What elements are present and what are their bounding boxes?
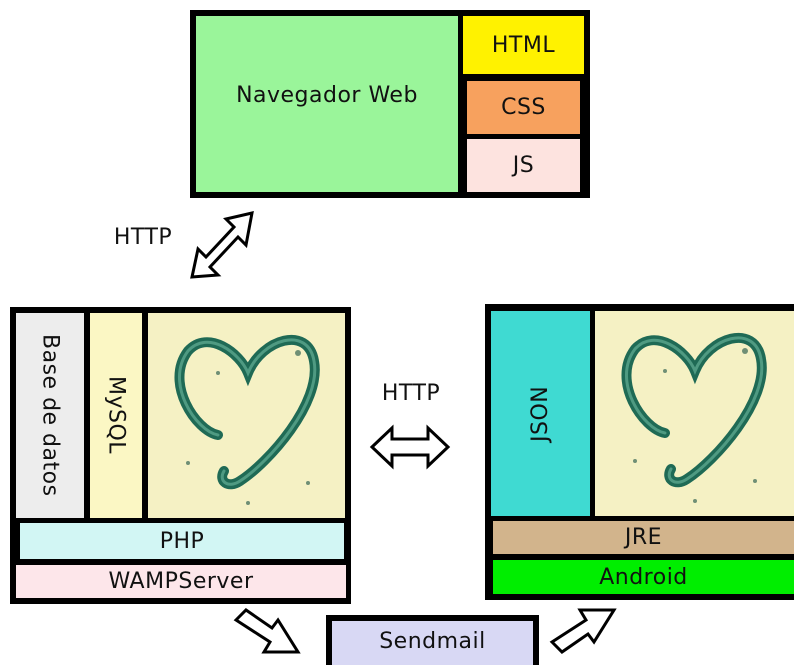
android-box [493,560,794,594]
database-label: Base de datos [37,334,63,497]
mysql-box [90,313,142,518]
json-label: JSON [528,385,553,442]
heart-image-icon [148,313,345,518]
server-image [148,313,345,518]
js-label: JS [512,153,535,178]
double-arrow-icon [369,424,451,470]
arrow-up-right-icon [549,608,617,654]
browser-title: Navegador Web [236,82,418,108]
js-box [467,139,580,192]
mobile-image [595,311,794,516]
sendmail-block: Sendmail [326,615,539,665]
php-label: PHP [159,528,205,554]
mobile-block: JSON JRE Android [485,304,794,600]
sendmail-label: Sendmail [379,628,486,654]
arrow-down-right-icon [233,608,301,654]
database-box [16,313,84,518]
html-label: HTML [491,32,556,58]
http-label-middle: HTTP [381,380,441,406]
jre-label: JRE [624,525,663,550]
browser-block: Navegador Web HTML CSS JS [190,10,590,198]
wamp-label: WAMPServer [108,569,254,594]
browser-panel [196,16,458,192]
double-arrow-icon [190,211,254,279]
css-label: CSS [501,95,546,120]
html-box [463,16,584,74]
heart-image-icon [595,311,794,516]
css-box [467,81,580,134]
android-label: Android [599,564,688,590]
mysql-label: MySQL [103,376,129,455]
http-label-top: HTTP [113,224,173,250]
jre-box [493,521,794,554]
json-box [491,311,590,516]
wamp-box [16,565,346,598]
php-box [20,523,344,559]
server-block: Base de datos MySQL PHP WAMPServer [10,307,351,604]
